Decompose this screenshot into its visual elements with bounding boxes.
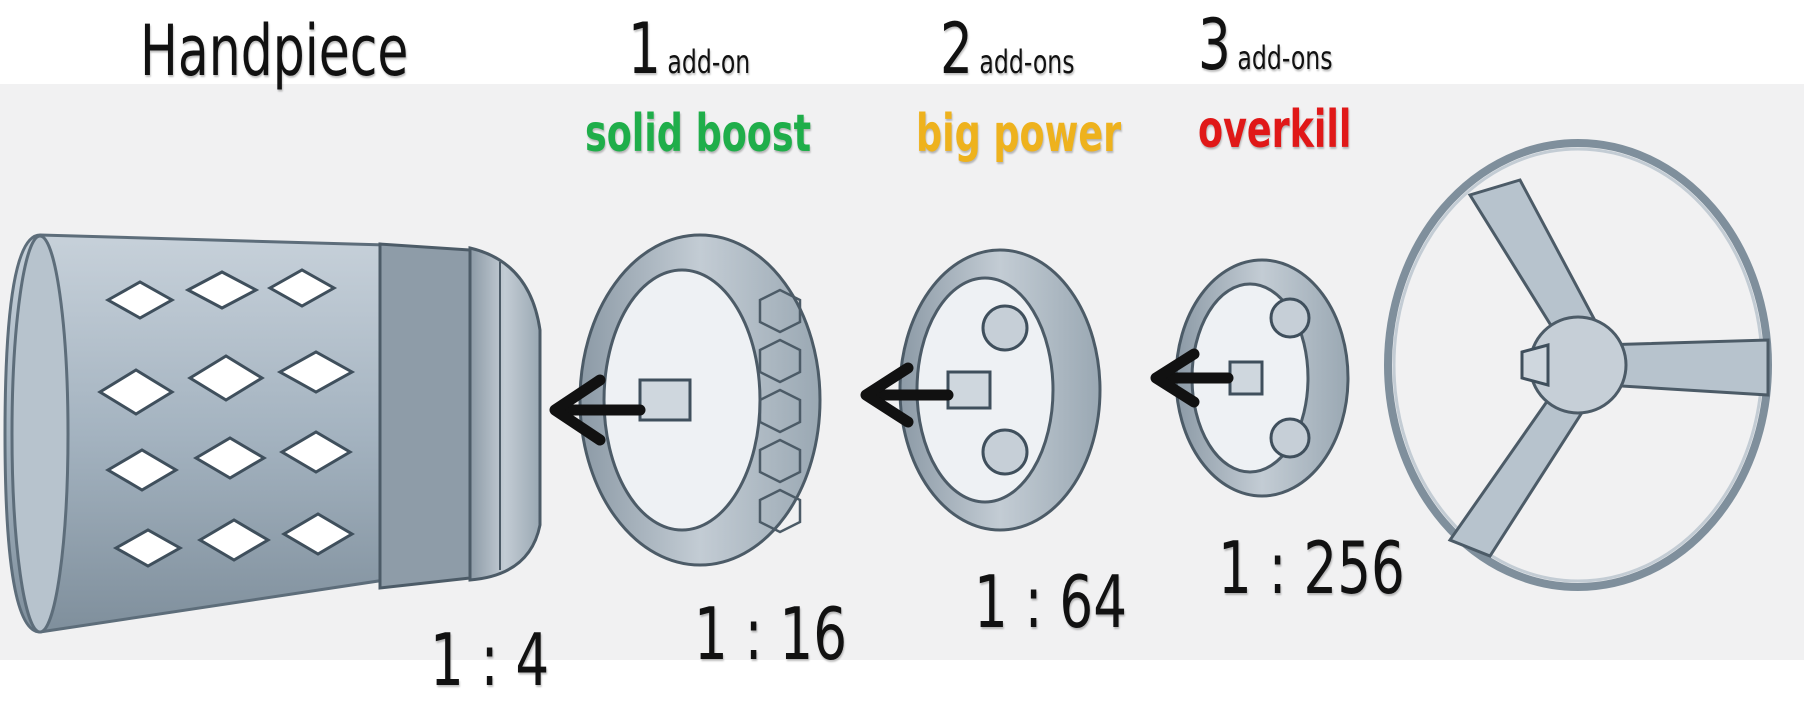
arrows (549, 348, 1234, 446)
propeller (1384, 139, 1772, 591)
stage-3-ratio: 1 : 256 (1218, 526, 1405, 610)
stage-2-count-number: 2 (940, 8, 973, 90)
stage-1-label: solid boost (585, 104, 812, 164)
gear-stage-3 (1174, 258, 1350, 498)
stage-1-ratio: 1 : 16 (694, 592, 847, 676)
arrow-stage3-to-stage2 (1150, 348, 1234, 408)
arrow-stage2-to-stage1 (860, 362, 954, 428)
arrow-stage1-to-handpiece (549, 374, 646, 446)
gear-stage-1 (578, 233, 822, 567)
stage-2-label: big power (916, 104, 1122, 164)
stage-3-count-number: 3 (1198, 4, 1231, 86)
stage-2-count-unit: add-ons (979, 43, 1075, 81)
stage-3-label: overkill (1198, 100, 1352, 160)
stage-3-count-unit: add-ons (1237, 39, 1333, 77)
handpiece-ratio: 1 : 4 (430, 618, 550, 702)
gear-stage-2 (898, 248, 1102, 532)
stage-1-count-unit: add-on (667, 43, 751, 81)
stage-2-ratio: 1 : 64 (974, 560, 1127, 644)
stage-1-count-number: 1 (628, 8, 661, 90)
handpiece-title: Handpiece (140, 10, 409, 92)
handpiece-body (3, 233, 542, 634)
